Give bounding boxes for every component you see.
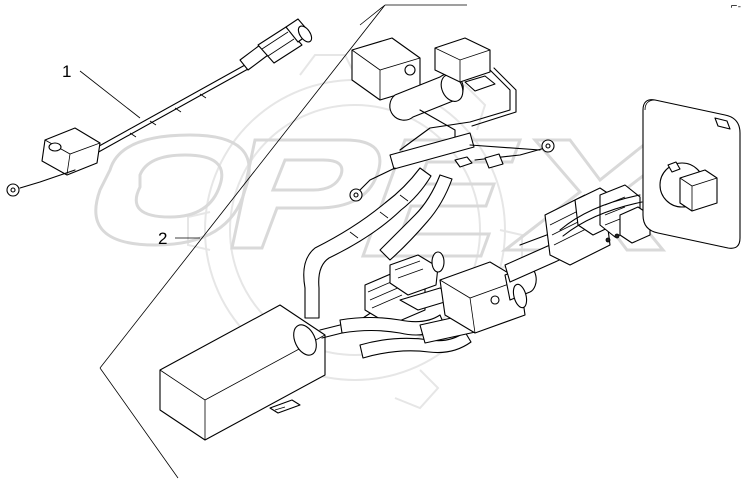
- main-wiring-harness: [159, 37, 741, 441]
- corner-mark: ⌐-: [730, 2, 741, 12]
- relay-capacitor-block: [351, 37, 464, 121]
- receptacle-plate: [642, 99, 741, 249]
- boot-connector: [439, 261, 537, 334]
- leader-lines: [79, 4, 467, 479]
- item-2-frame-lines: [99, 4, 467, 479]
- sensor-connector: [239, 18, 313, 71]
- part-label-1: 1: [62, 62, 72, 81]
- part-label-2: 2: [158, 229, 168, 248]
- leader-line-part-1: [79, 70, 141, 119]
- top-plug-connector: [434, 37, 496, 92]
- control-module-box: [159, 304, 326, 441]
- opex-watermark: [94, 54, 695, 410]
- sensor-body: [41, 127, 101, 176]
- right-connector-cluster: [544, 184, 651, 266]
- watermark-letters: [94, 133, 695, 258]
- sensor-cable-assembly: [6, 18, 313, 197]
